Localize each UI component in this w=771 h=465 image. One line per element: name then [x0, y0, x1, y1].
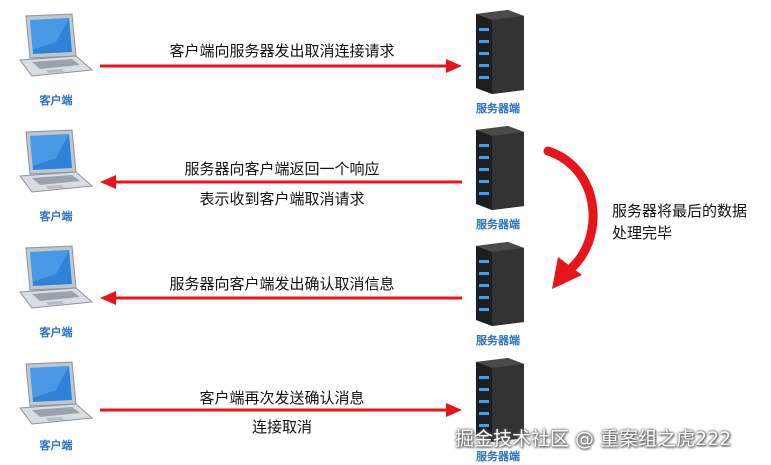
- step-4-text-line-2: 连接取消: [251, 418, 313, 436]
- step-3-text-line-1: 服务器向客户端发出确认取消信息: [169, 275, 395, 293]
- server-icon: [476, 10, 524, 94]
- server-icon: [476, 242, 524, 326]
- side-note: 服务器将最后的数据 处理完毕: [612, 200, 747, 244]
- arrow-step-2: [100, 175, 462, 189]
- side-note-line-2: 处理完毕: [612, 224, 673, 242]
- client-3: [16, 244, 96, 322]
- client-4: [16, 360, 96, 438]
- step-2-text-line-2: 表示收到客户端取消请求: [199, 190, 365, 208]
- client-label-2: 客户端: [39, 210, 73, 223]
- arrow-step-3: [100, 291, 462, 305]
- server-label-1: 服务器端: [476, 102, 520, 115]
- client-label-3: 客户端: [39, 326, 73, 339]
- server-label-3: 服务器端: [476, 334, 520, 347]
- laptop-icon: [19, 361, 94, 425]
- step-1-text-line-1: 客户端向服务器发出取消连接请求: [169, 42, 395, 60]
- server-3: [468, 240, 528, 328]
- step-4-text-line-1: 客户端再次发送确认消息: [199, 389, 365, 407]
- step-2-text-line-1: 服务器向客户端返回一个响应: [184, 160, 380, 178]
- laptop-icon: [19, 245, 94, 309]
- server-label-2: 服务器端: [476, 218, 520, 231]
- client-2: [16, 128, 96, 206]
- server-icon: [476, 358, 524, 442]
- laptop-icon: [19, 13, 94, 77]
- arrow-step-1: [100, 59, 462, 73]
- server-4: [468, 356, 528, 444]
- client-label-1: 客户端: [39, 94, 73, 107]
- curved-arrow: [543, 146, 598, 289]
- laptop-icon: [19, 129, 94, 193]
- watermark: 掘金技术社区 @ 重案组之虎222: [455, 428, 732, 450]
- server-label-4: 服务器端: [476, 450, 520, 463]
- client-label-4: 客户端: [39, 439, 73, 452]
- side-note-line-1: 服务器将最后的数据: [612, 202, 748, 220]
- server-1: [468, 8, 528, 96]
- arrow-step-4: [100, 403, 462, 417]
- client-1: [16, 12, 96, 90]
- server-2: [468, 124, 528, 212]
- server-icon: [476, 126, 524, 210]
